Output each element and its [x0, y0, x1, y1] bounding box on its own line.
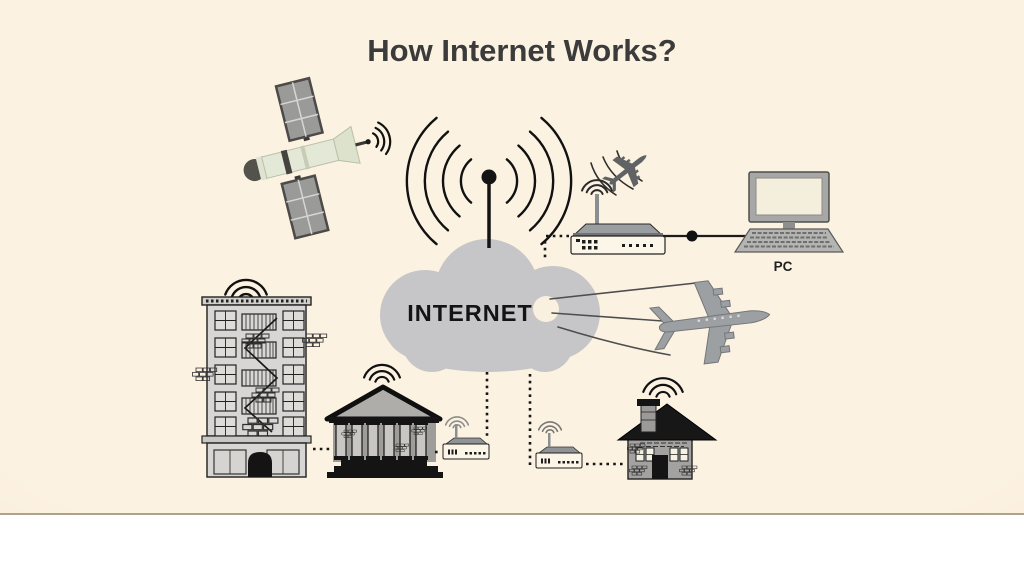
- internet-cloud-icon: [380, 239, 600, 372]
- bottom-margin: [0, 513, 1024, 576]
- house-icon: [616, 399, 718, 480]
- satellite-icon: [243, 76, 392, 240]
- wifi-router-icon: [570, 194, 666, 255]
- dotted-link-cloud-router: [543, 234, 571, 260]
- pc-label: PC: [774, 259, 793, 274]
- link-router-pc: [663, 230, 749, 242]
- radio-waves-icon: [405, 116, 573, 246]
- diagram-canvas: How Internet Works?: [191, 33, 845, 480]
- large-airplane-icon: [646, 273, 776, 371]
- bank-modem-icon: [442, 423, 490, 460]
- house-modem-icon: [535, 432, 583, 469]
- pc-icon: [733, 171, 845, 253]
- house-wifi-icon: [642, 377, 684, 398]
- apartment-building-icon: [191, 296, 328, 478]
- router-wifi-icon: [581, 179, 613, 195]
- antenna-icon: [481, 169, 497, 248]
- page-title: How Internet Works?: [367, 33, 676, 68]
- bank-icon: [324, 384, 443, 478]
- satellite-signal-icon: [371, 121, 392, 156]
- house-modem-wifi-icon: [537, 421, 563, 434]
- cloud-notch: [533, 296, 559, 322]
- internet-cloud-label: INTERNET: [407, 300, 533, 326]
- bank-wifi-icon: [363, 363, 401, 383]
